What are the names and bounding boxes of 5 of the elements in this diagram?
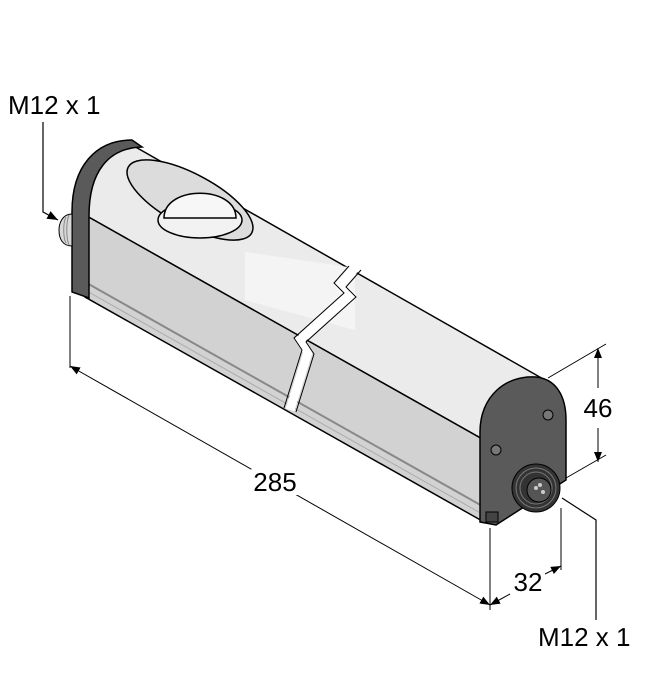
callout-text: M12 x 1 [538, 624, 630, 650]
leader-line [42, 122, 58, 221]
callout-text: M12 x 1 [8, 92, 100, 118]
leader-line [562, 498, 597, 620]
dimension-label: 285 [251, 469, 299, 495]
